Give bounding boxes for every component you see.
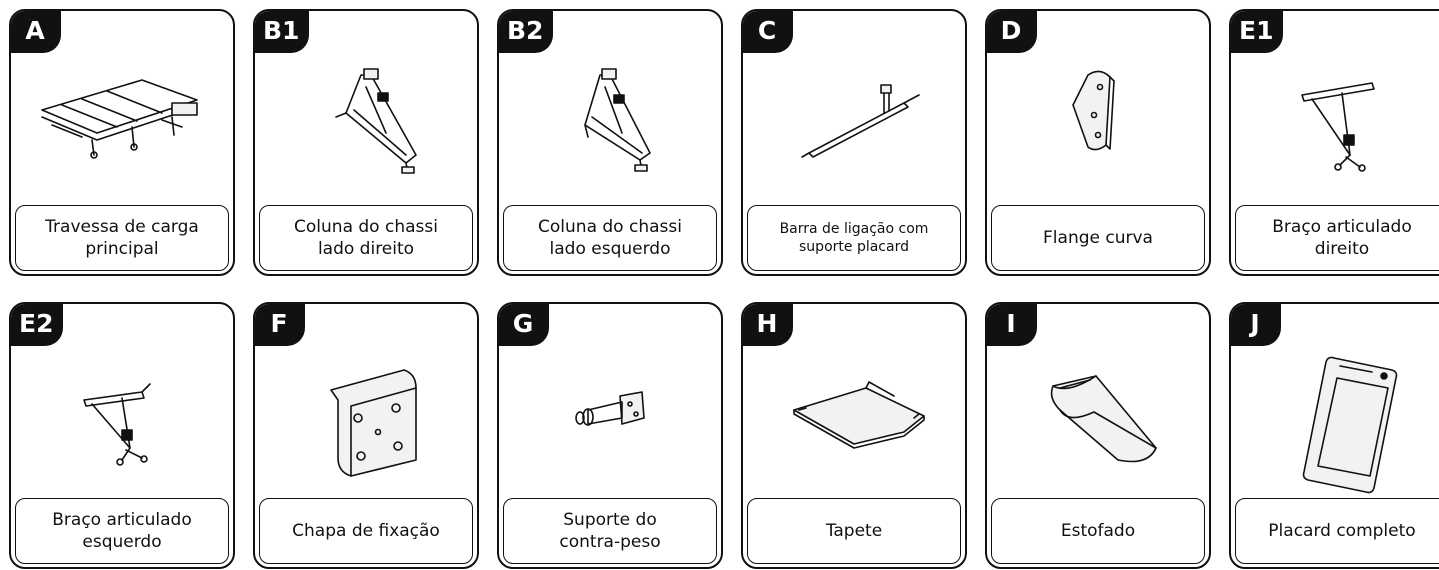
- main-load-crossbar-icon: [21, 55, 223, 205]
- part-card-d: D Flange curva: [985, 9, 1211, 276]
- upholstery-pad-icon: [997, 348, 1199, 498]
- part-label: Barra de ligação com suporte placard: [747, 205, 961, 271]
- part-card-a: A Travessa de carga principal: [9, 9, 235, 276]
- part-code-badge: D: [987, 11, 1037, 53]
- part-code-badge: G: [499, 304, 549, 346]
- part-label: Estofado: [991, 498, 1205, 564]
- connecting-bar-icon: [753, 55, 955, 205]
- part-card-c: C Barra de ligação com suporte placard: [741, 9, 967, 276]
- part-label: Coluna do chassi lado esquerdo: [503, 205, 717, 271]
- part-card-b2: B2 Coluna do chassi lado esquerdo: [497, 9, 723, 276]
- part-label: Flange curva: [991, 205, 1205, 271]
- part-label: Chapa de fixação: [259, 498, 473, 564]
- part-card-j: J Placard completo: [1229, 302, 1439, 569]
- part-card-e2: E2 Braço articulado esquerdo: [9, 302, 235, 569]
- part-label: Placard completo: [1235, 498, 1439, 564]
- part-code-badge: E2: [11, 304, 64, 346]
- fixing-plate-icon: [265, 348, 467, 498]
- part-label: Braço articulado esquerdo: [15, 498, 229, 564]
- part-card-e1: E1 Braço articulado direito: [1229, 9, 1439, 276]
- part-label: Coluna do chassi lado direito: [259, 205, 473, 271]
- part-label: Braço articulado direito: [1235, 205, 1439, 271]
- part-card-h: H Tapete: [741, 302, 967, 569]
- counterweight-support-icon: [509, 348, 711, 498]
- part-label: Travessa de carga principal: [15, 205, 229, 271]
- part-code-badge: J: [1231, 304, 1281, 346]
- part-code-badge: I: [987, 304, 1037, 346]
- part-code-badge: E1: [1231, 11, 1284, 53]
- right-articulated-arm-icon: [1241, 55, 1439, 205]
- part-code-badge: C: [743, 11, 793, 53]
- left-articulated-arm-icon: [21, 348, 223, 498]
- part-label: Suporte do contra-peso: [503, 498, 717, 564]
- part-card-g: G Suporte do contra-peso: [497, 302, 723, 569]
- left-chassis-column-icon: [509, 55, 711, 205]
- mat-icon: [753, 348, 955, 498]
- part-code-badge: F: [255, 304, 305, 346]
- part-code-badge: A: [11, 11, 61, 53]
- part-code-badge: H: [743, 304, 793, 346]
- part-code-badge: B1: [255, 11, 310, 53]
- curved-flange-icon: [997, 55, 1199, 205]
- right-chassis-column-icon: [265, 55, 467, 205]
- part-card-b1: B1 Coluna do chassi lado direito: [253, 9, 479, 276]
- part-label: Tapete: [747, 498, 961, 564]
- part-code-badge: B2: [499, 11, 554, 53]
- part-card-i: I Estofado: [985, 302, 1211, 569]
- complete-placard-icon: [1241, 348, 1439, 498]
- part-card-f: F Chapa de fixação: [253, 302, 479, 569]
